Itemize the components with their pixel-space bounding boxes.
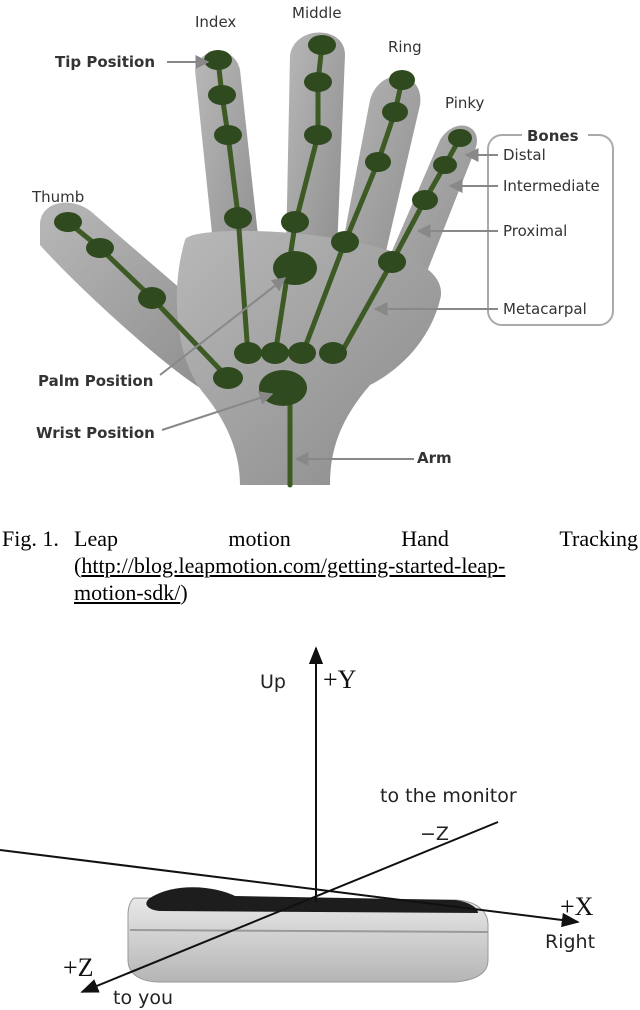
to-you-label: to you <box>113 987 173 1009</box>
caption-word: Hand <box>401 525 449 552</box>
finger-label-ring: Ring <box>388 38 422 56</box>
finger-label-thumb: Thumb <box>31 188 84 206</box>
caption-word: motion <box>228 525 290 552</box>
hand-tracking-figure: Index Middle Ring Pinky Thumb Tip Positi… <box>0 0 640 500</box>
bone-label-intermediate: Intermediate <box>503 177 600 195</box>
arm-label: Arm <box>417 449 452 467</box>
caption-body: Leap motion Hand Tracking (http://blog.l… <box>74 525 638 606</box>
bones-title: Bones <box>527 127 579 145</box>
up-label: Up <box>260 671 286 693</box>
hand-silhouette <box>40 33 477 486</box>
plus-z-label: +Z <box>63 953 94 982</box>
plus-x-label: +X <box>560 892 594 921</box>
bone-label-proximal: Proximal <box>503 222 567 240</box>
finger-label-index: Index <box>195 13 236 31</box>
caption-line-2: (http://blog.leapmotion.com/getting-star… <box>74 552 638 579</box>
wrist-position-label: Wrist Position <box>36 424 155 442</box>
right-label: Right <box>545 931 595 953</box>
caption-number: Fig. 1. <box>2 525 59 552</box>
caption-word: Leap <box>74 525 118 552</box>
tip-position-label: Tip Position <box>55 53 155 71</box>
caption-word: Tracking <box>559 525 638 552</box>
bone-label-distal: Distal <box>503 146 546 164</box>
bone-label-metacarpal: Metacarpal <box>503 300 587 318</box>
caption-line-1: Leap motion Hand Tracking <box>74 525 638 552</box>
to-the-monitor-label: to the monitor <box>380 785 517 807</box>
plus-y-label: +Y <box>323 665 357 694</box>
coordinate-system-figure: Up +Y to the monitor −Z +X Right +Z to y… <box>0 630 640 1010</box>
caption-url-link-cont[interactable]: motion-sdk/ <box>74 580 180 605</box>
finger-label-middle: Middle <box>292 4 342 22</box>
minus-z-label: −Z <box>420 823 449 845</box>
caption-line-3: motion-sdk/) <box>74 579 638 606</box>
palm-position-label: Palm Position <box>38 372 153 390</box>
leap-device <box>128 887 488 982</box>
caption-url-link[interactable]: http://blog.leapmotion.com/getting-start… <box>81 553 505 578</box>
finger-label-pinky: Pinky <box>445 94 485 112</box>
